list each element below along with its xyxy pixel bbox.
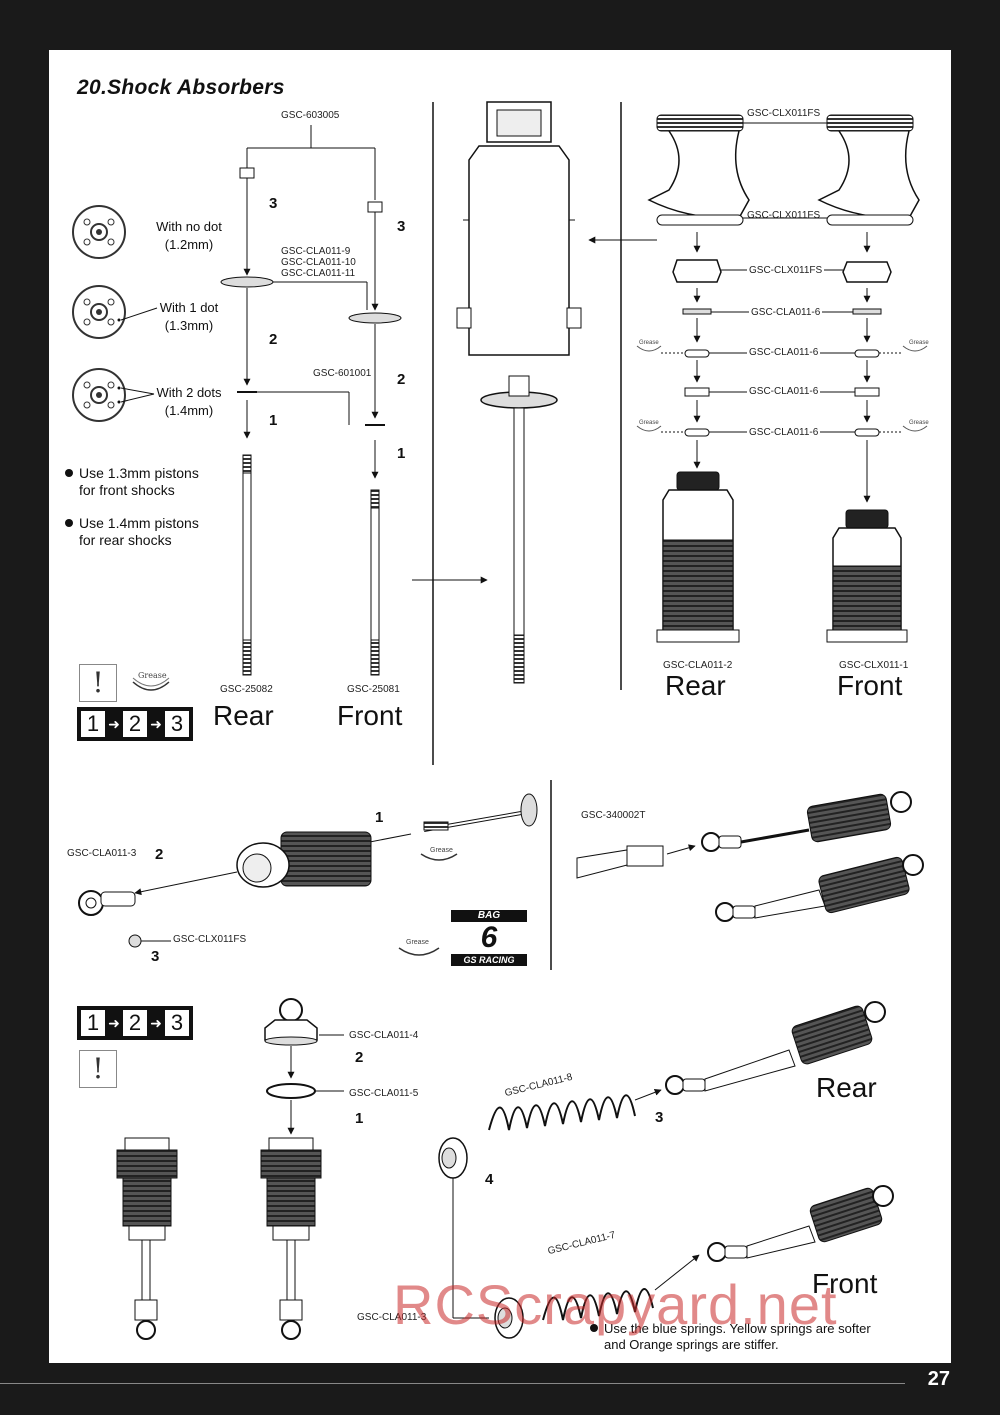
grease-label: Grease — [909, 340, 929, 346]
manual-page: 20.Shock Absorbers GSC-603005 With no do… — [49, 50, 951, 1363]
front-shaft-part: GSC-25081 — [347, 684, 400, 695]
rod-end — [78, 890, 136, 916]
bullet-icon — [590, 1324, 598, 1332]
rear-label: Rear — [213, 700, 274, 731]
watermark-text: RCScrapyard.net — [393, 1273, 838, 1336]
sequence-badge: 1➜ 2➜ 3 — [77, 1006, 193, 1040]
step-number: 3 — [269, 195, 278, 212]
oring-part-label: GSC-CLA011-6 — [747, 347, 821, 358]
grease-label: Grease — [909, 420, 929, 426]
shock-body-horizontal — [236, 831, 372, 888]
step-number: 4 — [485, 1171, 494, 1188]
step-number: 3 — [655, 1109, 664, 1126]
assembled-shock-top — [701, 791, 912, 852]
ball-part: GSC-CLX011FS — [173, 934, 247, 945]
rear-label: Rear — [665, 670, 726, 701]
washer-part: GSC-CLA011-5 — [349, 1088, 419, 1099]
front-label: Front — [812, 1268, 878, 1299]
front-label: Front — [837, 670, 903, 701]
grease-label: Grease — [639, 420, 659, 426]
sequence-badge: 1➜ 2➜ 3 — [77, 707, 193, 741]
spring-retainer-bottom — [494, 1297, 524, 1339]
spring-front — [542, 1288, 654, 1321]
rod-end-part: GSC-CLA011-3 — [67, 848, 137, 859]
oring-part-label: GSC-CLA011-6 — [747, 386, 821, 397]
bag-badge: BAG 6 GS RACING — [451, 910, 527, 966]
step-number: 2 — [397, 371, 406, 388]
caution-icon: ! — [79, 1050, 117, 1088]
step-number: 2 — [355, 1049, 364, 1066]
piston-no-dot — [72, 205, 126, 259]
piston-two-dots — [72, 368, 155, 422]
step-number: 3 — [151, 948, 160, 965]
step-number: 2 — [269, 331, 278, 348]
rear-shaft-part: GSC-25082 — [220, 684, 273, 695]
shock-before-cap — [116, 1137, 178, 1340]
piston-label-no-dot: With no dot(1.2mm) — [156, 219, 222, 252]
note-rear-pistons: Use 1.4mm pistons for rear shocks — [65, 515, 199, 549]
top-cap — [264, 998, 318, 1046]
final-shock-rear — [665, 1001, 886, 1095]
step-number: 3 — [397, 218, 406, 235]
shock-shaft-horizontal — [423, 793, 538, 832]
rear-shock-body — [656, 471, 740, 643]
cap-tool-right — [817, 114, 920, 226]
spring-rear — [488, 1094, 636, 1131]
shock-body-cutaway — [456, 101, 582, 356]
assembled-shock-bottom — [715, 854, 924, 922]
piston-one-dot — [72, 285, 158, 339]
clip-part-label: GSC-601001 — [313, 368, 372, 379]
retainer-part: GSC-CLA011-3 — [357, 1312, 427, 1323]
piston-label-one-dot: With 1 dot(1.3mm) — [159, 300, 219, 333]
front-label: Front — [337, 700, 403, 731]
oring-part-label: GSC-CLA011-6 — [749, 307, 823, 318]
tool-part: GSC-340002T — [581, 810, 646, 821]
step-number: 1 — [375, 809, 384, 826]
cap-tool-left — [647, 114, 750, 226]
step-number: 2 — [155, 846, 164, 863]
assembly-drawings — [72, 101, 928, 1340]
step-number: 1 — [355, 1110, 364, 1127]
bullet-icon — [65, 469, 73, 477]
rear-body-part: GSC-CLA011-2 — [663, 660, 733, 671]
cap-part-label: GSC-CLX011FS — [747, 108, 821, 119]
step-number: 1 — [397, 445, 406, 462]
assembly-tool — [576, 845, 664, 879]
front-shock-body — [826, 509, 908, 643]
grease-label: Grease — [406, 939, 429, 946]
step-number: 1 — [269, 412, 278, 429]
shock-with-cap — [260, 1137, 322, 1340]
page-number: 27 — [927, 1368, 950, 1390]
oring-part-label: GSC-CLA011-6 — [747, 427, 821, 438]
cap-part-label: GSC-CLX011FS — [747, 210, 821, 221]
piston-label-two-dots: With 2 dots(1.4mm) — [156, 385, 222, 418]
caution-icon: ! — [79, 664, 117, 702]
bullet-icon — [65, 519, 73, 527]
final-shock-front — [707, 1185, 894, 1262]
shock-shaft-assembly — [480, 375, 558, 684]
front-body-part: GSC-CLX011-1 — [839, 660, 909, 671]
grease-label: Grease — [639, 340, 659, 346]
rear-label: Rear — [816, 1072, 877, 1103]
spring-note: Use the blue springs. Yellow springs are… — [590, 1321, 871, 1353]
nut-part-label: GSC-CLX011FS — [747, 265, 825, 276]
note-front-pistons: Use 1.3mm pistons for front shocks — [65, 465, 199, 499]
part-label: GSC-603005 — [281, 110, 340, 121]
spring-retainer-top — [438, 1137, 468, 1179]
footer-line — [0, 1383, 905, 1384]
section-title: 20.Shock Absorbers — [77, 76, 285, 99]
grease-label: Grease — [138, 671, 167, 680]
cap-part: GSC-CLA011-4 — [349, 1030, 419, 1041]
grease-label: Grease — [430, 847, 453, 854]
